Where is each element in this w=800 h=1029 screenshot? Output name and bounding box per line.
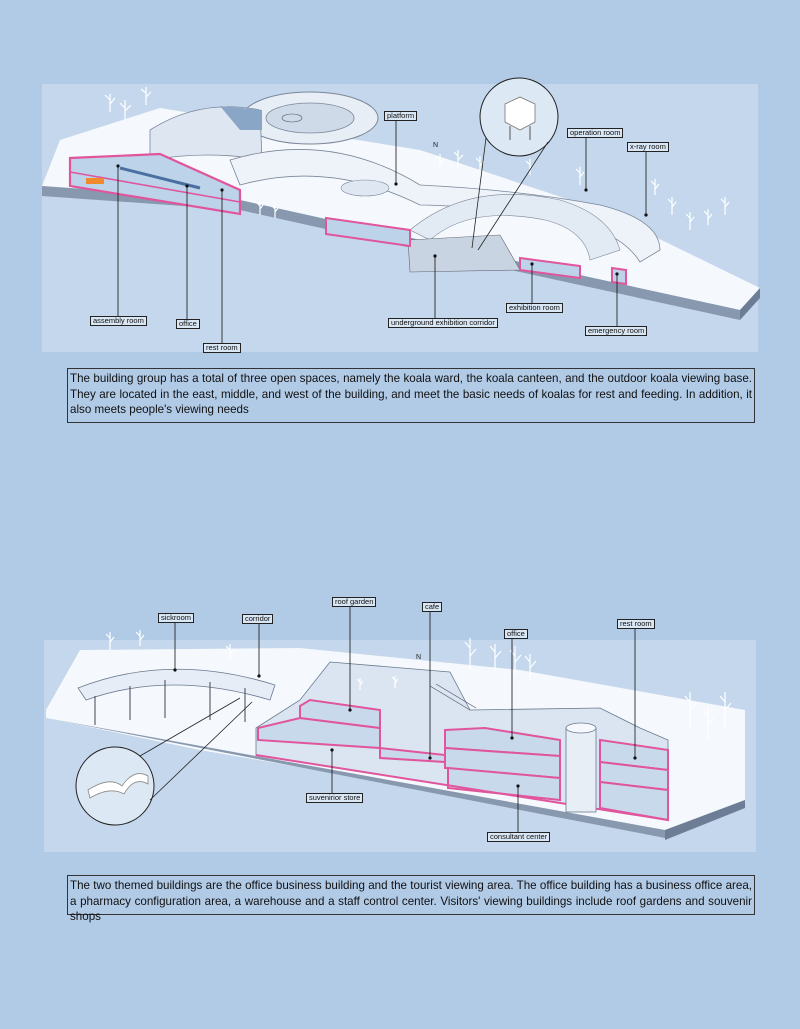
section-block-emergency xyxy=(611,266,627,286)
label-rest-room: rest room xyxy=(617,619,655,629)
magnified-pavilion xyxy=(504,96,536,131)
round-building-inner xyxy=(265,102,355,134)
section-block-left xyxy=(70,154,240,214)
ground-slab-side xyxy=(46,710,665,838)
label-roof-garden: roof garden xyxy=(332,597,377,607)
label-underground-corridor: underground exhibition corridor xyxy=(388,318,498,328)
label-sickroom: sickroom xyxy=(158,613,195,623)
section-outline xyxy=(257,698,669,822)
label-office: office xyxy=(176,319,200,329)
stair-cylinder xyxy=(565,727,597,813)
amphitheatre xyxy=(409,194,621,261)
label-emergency-room: emergency room xyxy=(585,326,648,336)
base-line xyxy=(255,754,669,821)
diagram-1-drawing xyxy=(42,77,760,352)
section-block-middle xyxy=(325,216,411,248)
ground-slab-end xyxy=(740,288,760,320)
section-block-exhibition xyxy=(519,256,581,280)
label-operation-room: operation room xyxy=(567,128,624,138)
ground-slab-side xyxy=(42,186,740,320)
ground-slab-top xyxy=(42,108,760,310)
trees xyxy=(104,87,730,230)
curved-canopy xyxy=(77,668,276,701)
sunken-court xyxy=(407,234,521,273)
label-exhibition-room: exhibition room xyxy=(506,303,563,313)
north-marker: N xyxy=(416,654,422,661)
label-platform: platform xyxy=(384,111,418,121)
label-consultant-center: consultant center xyxy=(487,832,551,842)
label-cafe: cafe xyxy=(422,602,443,612)
description-2: The two themed buildings are the office … xyxy=(67,875,755,923)
north-marker: N xyxy=(433,142,439,149)
label-corridor: corridor xyxy=(242,614,274,624)
label-assembly-room: assembly room xyxy=(90,316,147,326)
magnified-bench xyxy=(87,773,149,799)
label-souvenir-store: suvenirior store xyxy=(306,793,364,803)
curved-wing xyxy=(229,149,661,263)
diagram-2-drawing xyxy=(44,606,756,852)
leader-lines xyxy=(174,606,636,832)
diagram-1: N platform operation room x-ray room ass… xyxy=(0,0,800,430)
label-rest-room: rest room xyxy=(203,343,241,353)
description-1: The building group has a total of three … xyxy=(67,368,755,423)
diagram-2: N sickroom corridor roof garden cafe off… xyxy=(0,590,800,930)
label-xray-room: x-ray room xyxy=(627,142,669,152)
label-office: office xyxy=(504,629,528,639)
